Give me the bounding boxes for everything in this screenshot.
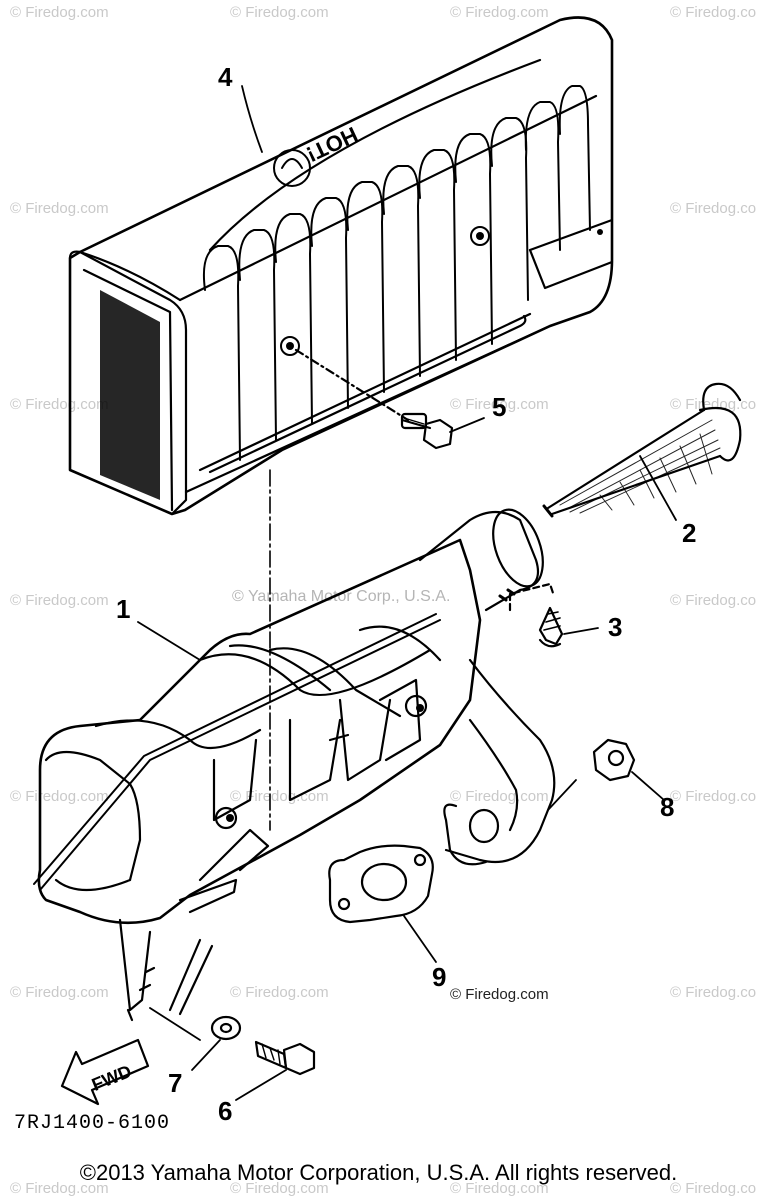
fwd-label: FWD xyxy=(89,1061,134,1095)
fwd-arrow-icon: FWD xyxy=(60,1038,150,1106)
part-8-nut xyxy=(592,738,636,782)
watermark: © Firedog.com xyxy=(670,1180,757,1197)
copyright-notice: ©2013 Yamaha Motor Corporation, U.S.A. A… xyxy=(79,1160,678,1185)
watermark: © Firedog.com xyxy=(670,4,757,21)
part-number: 7RJ1400-6100 xyxy=(14,1112,171,1135)
part-4-protector: HOT! xyxy=(68,16,614,516)
watermark: © Firedog.com xyxy=(10,984,109,1001)
watermark: © Firedog.com xyxy=(230,984,329,1001)
part-5-bolt xyxy=(400,412,454,450)
watermark: © Firedog.com xyxy=(670,788,757,805)
part-2-spark-arrester xyxy=(542,382,742,518)
watermark: © Firedog.com xyxy=(10,200,109,217)
part-6-bolt xyxy=(254,1040,316,1076)
watermark: © Firedog.com xyxy=(10,592,109,609)
part-3-screw xyxy=(538,606,564,648)
watermark: © Firedog.com xyxy=(10,788,109,805)
watermark: © Firedog.com xyxy=(670,200,757,217)
watermark: © Firedog.com xyxy=(670,396,757,413)
watermark: © Firedog.com xyxy=(10,396,109,413)
watermark: © Firedog.com xyxy=(450,1180,549,1197)
callout-7: 7 xyxy=(168,1068,183,1098)
watermark: © Firedog.com xyxy=(450,396,549,413)
callout-1: 1 xyxy=(116,594,131,624)
callout-2: 2 xyxy=(682,518,697,548)
leader-lines xyxy=(137,85,677,1101)
hot-label: HOT! xyxy=(302,122,361,167)
watermark: © Firedog.com xyxy=(10,4,109,21)
leader-line xyxy=(294,348,410,422)
callout-9: 9 xyxy=(432,962,447,992)
watermark: © Firedog.com xyxy=(670,984,757,1001)
watermark: © Firedog.com xyxy=(450,4,549,21)
callout-6: 6 xyxy=(218,1096,233,1126)
callout-4: 4 xyxy=(218,62,233,92)
watermark: © Firedog.com xyxy=(230,4,329,21)
watermark: © Firedog.com xyxy=(10,1180,109,1197)
callout-8: 8 xyxy=(660,792,675,822)
part-9-gasket xyxy=(328,844,434,924)
watermark: © Firedog.com xyxy=(450,788,549,805)
part-1-muffler xyxy=(33,508,556,1022)
callout-3: 3 xyxy=(608,612,623,642)
watermark: © Firedog.com xyxy=(230,1180,329,1197)
firedog-credit: © Firedog.com xyxy=(450,986,549,1003)
watermark: © Firedog.com xyxy=(670,592,757,609)
part-7-washer xyxy=(210,1015,242,1041)
center-watermark: © Yamaha Motor Corp., U.S.A. xyxy=(232,588,451,605)
callout-5: 5 xyxy=(492,392,507,422)
